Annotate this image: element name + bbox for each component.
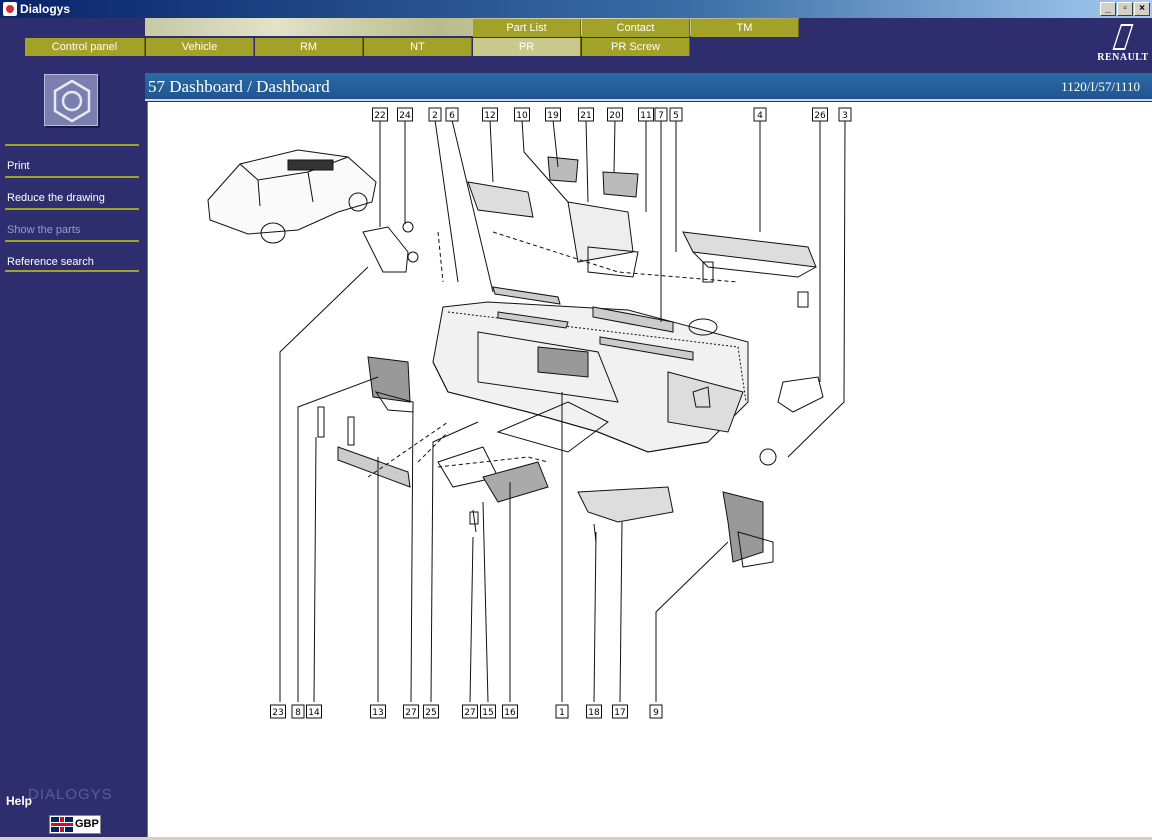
svg-text:13: 13 <box>372 708 383 718</box>
tab-vehicle[interactable]: Vehicle <box>146 38 254 56</box>
part-callout-9[interactable]: 9 <box>649 704 663 719</box>
part-callout-23[interactable]: 23 <box>270 704 286 719</box>
part-callout-16[interactable]: 16 <box>502 704 518 719</box>
svg-text:11: 11 <box>640 111 651 121</box>
window-titlebar: Dialogys _ ▫ × <box>0 0 1152 18</box>
part-callout-22[interactable]: 22 <box>372 107 388 122</box>
part-callout-20[interactable]: 20 <box>607 107 623 122</box>
part-callout-7[interactable]: 7 <box>654 107 668 122</box>
part-callout-27[interactable]: 27 <box>403 704 419 719</box>
part-callout-25[interactable]: 25 <box>423 704 439 719</box>
header: Part List Contact TM Control panel Vehic… <box>0 18 1152 72</box>
part-callout-14[interactable]: 14 <box>306 704 322 719</box>
uk-flag-icon <box>51 817 73 832</box>
part-callout-10[interactable]: 10 <box>514 107 530 122</box>
part-callout-1[interactable]: 1 <box>555 704 569 719</box>
svg-text:17: 17 <box>614 708 625 718</box>
svg-text:12: 12 <box>484 111 495 121</box>
part-callout-13[interactable]: 13 <box>370 704 386 719</box>
svg-text:14: 14 <box>308 708 320 718</box>
part-callout-8[interactable]: 8 <box>291 704 305 719</box>
svg-text:24: 24 <box>399 111 411 121</box>
part-callout-15[interactable]: 15 <box>480 704 496 719</box>
app-icon <box>3 2 17 16</box>
content-header: 57 Dashboard / Dashboard 1120/I/57/1110 <box>145 73 1152 101</box>
svg-text:9: 9 <box>653 708 659 718</box>
svg-text:5: 5 <box>673 111 679 121</box>
part-callout-24[interactable]: 24 <box>397 107 413 122</box>
close-button[interactable]: × <box>1134 2 1150 16</box>
tab-pr[interactable]: PR <box>473 38 581 56</box>
svg-text:1: 1 <box>559 708 565 718</box>
svg-text:21: 21 <box>580 111 591 121</box>
part-callout-5[interactable]: 5 <box>669 107 683 122</box>
tab-nt[interactable]: NT <box>364 38 472 56</box>
svg-text:15: 15 <box>482 708 493 718</box>
dialogys-watermark: DIALOGYS <box>28 786 113 803</box>
svg-text:26: 26 <box>814 111 826 121</box>
tab-tm[interactable]: TM <box>691 19 799 37</box>
minimize-button[interactable]: _ <box>1100 2 1116 16</box>
svg-text:27: 27 <box>464 708 475 718</box>
part-callout-19[interactable]: 19 <box>545 107 561 122</box>
part-callout-11[interactable]: 11 <box>638 107 654 122</box>
sidebar-item-show-parts: Show the parts <box>5 208 139 240</box>
restore-button[interactable]: ▫ <box>1117 2 1133 16</box>
brand-name: RENAULT <box>1097 52 1149 63</box>
window-title: Dialogys <box>20 2 71 16</box>
part-callout-26[interactable]: 26 <box>812 107 828 122</box>
tab-contact[interactable]: Contact <box>582 19 690 37</box>
svg-text:16: 16 <box>504 708 516 718</box>
svg-text:22: 22 <box>374 111 385 121</box>
help-link[interactable]: Help <box>6 794 33 808</box>
svg-text:19: 19 <box>547 111 559 121</box>
drawing-reference: 1120/I/57/1110 <box>1061 79 1140 94</box>
part-callout-4[interactable]: 4 <box>753 107 767 122</box>
svg-text:6: 6 <box>449 111 455 121</box>
sidebar: Print Reduce the drawing Show the parts … <box>0 72 145 840</box>
svg-text:20: 20 <box>609 111 621 121</box>
svg-text:8: 8 <box>295 708 301 718</box>
svg-text:23: 23 <box>272 708 283 718</box>
part-callout-12[interactable]: 12 <box>482 107 498 122</box>
nut-icon[interactable] <box>44 74 98 126</box>
part-callout-2[interactable]: 2 <box>428 107 442 122</box>
svg-text:25: 25 <box>425 708 436 718</box>
sidebar-item-reference-search[interactable]: Reference search <box>5 240 139 272</box>
tab-part-list[interactable]: Part List <box>473 19 581 37</box>
part-callout-18[interactable]: 18 <box>586 704 602 719</box>
part-callout-27[interactable]: 27 <box>462 704 478 719</box>
sidebar-divider <box>5 270 139 272</box>
svg-text:10: 10 <box>516 111 528 121</box>
tab-pr-screw[interactable]: PR Screw <box>582 38 690 56</box>
renault-logo: RENAULT <box>1097 24 1149 68</box>
sidebar-item-print[interactable]: Print <box>5 144 139 176</box>
svg-text:27: 27 <box>405 708 416 718</box>
part-callout-17[interactable]: 17 <box>612 704 628 719</box>
renault-diamond-icon <box>1112 24 1134 50</box>
svg-text:18: 18 <box>588 708 600 718</box>
page-title: 57 Dashboard / Dashboard <box>148 77 330 96</box>
language-code: GBP <box>75 818 99 830</box>
svg-text:7: 7 <box>658 111 664 121</box>
part-callout-21[interactable]: 21 <box>578 107 594 122</box>
sidebar-item-reduce-drawing[interactable]: Reduce the drawing <box>5 176 139 208</box>
part-callout-3[interactable]: 3 <box>838 107 852 122</box>
tab-control-panel[interactable]: Control panel <box>25 38 145 56</box>
svg-text:2: 2 <box>432 111 438 121</box>
svg-text:4: 4 <box>757 111 763 121</box>
svg-text:3: 3 <box>842 111 848 121</box>
language-selector[interactable]: GBP <box>49 815 101 834</box>
tab-rm[interactable]: RM <box>255 38 363 56</box>
part-callout-6[interactable]: 6 <box>445 107 459 122</box>
status-bar <box>0 837 1152 840</box>
